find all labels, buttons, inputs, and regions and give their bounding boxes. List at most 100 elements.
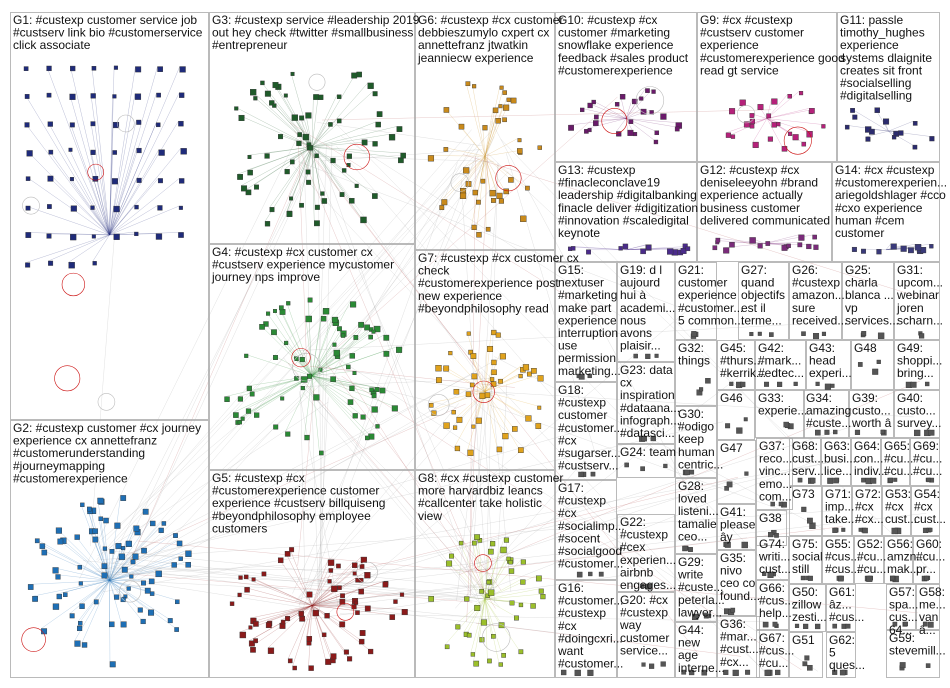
group-label-g61-line: âz... [829,598,852,612]
edge [289,122,600,317]
vertex [813,333,820,340]
edge [311,317,333,376]
edge [60,537,110,581]
vertex [443,147,449,152]
group-label-g74-line: writi... [758,550,790,564]
edge [885,243,892,250]
group-label-g5-line: customers [212,521,267,535]
group-box-g10 [555,12,697,162]
edge [35,538,110,581]
vertex [732,669,739,676]
vertex [298,610,304,617]
group-label-g23-line: G23: data [620,363,673,377]
edge [296,600,588,637]
vertex [238,575,243,580]
edge [311,146,356,185]
vertex [926,477,931,483]
edge [247,146,313,156]
edge [32,580,110,597]
group-boxes-layer [10,12,940,678]
vertex [912,144,918,150]
edge [473,599,486,662]
group-label-g75-line: still [792,562,809,576]
vertex [333,349,340,357]
group-label-g23-line: inspiration [620,388,675,402]
edge [472,84,486,157]
edge [109,553,133,581]
edge [298,161,690,312]
edge [294,394,484,603]
edge [752,118,768,143]
edge [109,580,151,592]
edge [311,118,338,148]
edge [484,579,521,600]
edge [311,559,329,606]
group-label-g2-line: #customerexperience [13,471,128,485]
edge [48,234,110,262]
vertex [633,132,638,137]
edge [299,476,739,585]
edge [766,118,783,147]
vertex [313,394,320,401]
vertex [518,602,524,608]
group-label-g34-line: G34: [806,391,832,405]
vertex [488,548,494,555]
vertex [299,615,306,622]
edge [764,234,799,244]
edge [474,459,818,596]
group-label-g7-line: G7: #custexp #cx customer cx [418,251,579,265]
vertex [764,381,770,387]
edge [594,114,627,119]
group-label-g48-line: G48 [854,341,877,355]
group-label-g15-line: interruption [558,326,618,340]
group-label-g16-line: #customer... [558,594,623,608]
vertex [614,102,620,107]
edge [480,599,486,620]
vertex [224,396,230,402]
edge [865,130,889,138]
edge [484,150,519,157]
edge [277,557,313,606]
vertex [618,246,623,251]
vertex [922,621,928,627]
edge [102,426,595,571]
group-label-g10-line: customer #marketing [558,26,670,40]
edge [41,549,110,581]
edge [458,123,486,157]
edge [460,156,486,189]
vertex [24,122,30,128]
vertex [358,638,365,645]
vertex [501,653,506,658]
vertex [320,191,325,196]
self-loop [635,86,665,115]
vertex [349,198,355,204]
group-box-g24 [617,444,675,478]
group-label-g12-line: business customer [700,201,800,215]
group-box-g71 [822,486,852,536]
group-box-g34 [803,390,849,438]
vertex [150,520,156,527]
edge [259,324,313,377]
group-label-g53-line: G53: [885,487,911,501]
group-label-g31-line: upcom... [897,276,943,290]
vertex [178,232,184,238]
vertex [639,96,644,101]
vertex [578,471,584,478]
vertex [640,248,646,255]
group-label-g5-line: #beyondphilosophy employee [212,509,371,523]
group-label-g3-line: out hey check #twitter #smallbusiness [212,26,413,40]
group-label-g44-line: new [678,636,700,650]
edge [328,537,748,589]
vertex [240,416,245,421]
vertex [476,232,482,238]
vertex [538,588,544,594]
vertex [479,392,486,399]
vertex [346,163,351,168]
group-label-g42-line: #edtec... [758,366,804,380]
vertex [46,65,52,72]
group-box-g25 [842,262,894,340]
vertex [650,435,656,442]
group-label-g11-line: G11: passle [840,13,903,27]
vertex [354,600,359,605]
vertex [591,99,596,105]
